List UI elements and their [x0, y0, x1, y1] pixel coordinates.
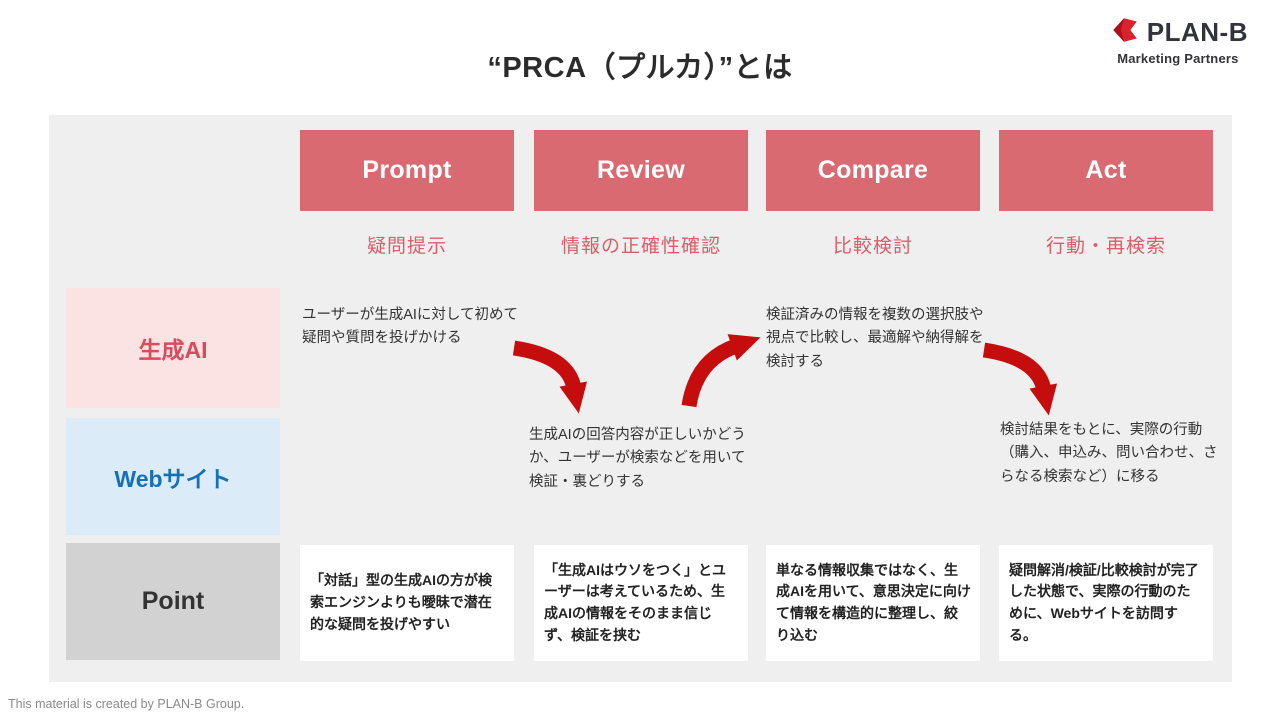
cell-genai-prompt: ユーザーが生成AIに対して初めて疑問や質問を投げかける [302, 307, 518, 347]
column-subtitle-compare: 比較検討 [832, 236, 913, 257]
column-header-prompt: Prompt [300, 130, 514, 211]
row-label-point: Point [66, 543, 280, 660]
column-header-compare: Compare [766, 130, 980, 211]
point-card-review: 「生成AIはウソをつく」とユーザーは考えているため、生成AIの情報をそのまま信じ… [534, 545, 748, 661]
brand-logo-row: PLAN-B [1108, 16, 1248, 49]
brand-tagline: Marketing Partners [1117, 51, 1239, 66]
point-card-compare: 単なる情報収集ではなく、生成AIを用いて、意思決定に向けて情報を構造的に整理し、… [766, 545, 980, 661]
point-card-act-text: 疑問解消/検証/比較検討が完了した状態で、実際の行動のために、Webサイトを訪問… [1009, 561, 1199, 643]
brand-name: PLAN-B [1146, 17, 1248, 47]
cell-genai-compare: 検証済みの情報を複数の選択肢や視点で比較し、最適解や納得解を検討する [766, 307, 984, 370]
row-label-website: Webサイト [66, 418, 280, 535]
curved-arrow-down-compare-to-act-icon [978, 336, 1062, 424]
column-subtitle-review: 情報の正確性確認 [560, 236, 721, 257]
column-subtitle-prompt: 疑問提示 [366, 236, 447, 257]
footer-credit: This material is created by PLAN-B Group… [8, 697, 245, 711]
brand-logo: PLAN-B Marketing Partners [1108, 16, 1248, 66]
point-card-prompt-text: 「対話」型の生成AIの方が検索エンジンよりも曖昧で潜在的な疑問を投げやすい [310, 572, 492, 632]
cell-website-act: 検討結果をもとに、実際の行動（購入、申込み、問い合わせ、さらなる検索など）に移る [1000, 422, 1218, 485]
column-header-review: Review [534, 130, 748, 211]
point-card-act: 疑問解消/検証/比較検討が完了した状態で、実際の行動のために、Webサイトを訪問… [999, 545, 1213, 661]
page-title: “PRCA（プルカ）”とは [487, 52, 793, 84]
point-card-compare-text: 単なる情報収集ではなく、生成AIを用いて、意思決定に向けて情報を構造的に整理し、… [776, 561, 971, 643]
plan-b-ribbon-icon [1108, 16, 1140, 49]
curved-arrow-up-review-to-compare-icon [680, 330, 764, 418]
cell-website-review: 生成AIの回答内容が正しいかどうか、ユーザーが検索などを用いて検証・裏どりする [529, 427, 746, 490]
point-card-review-text: 「生成AIはウソをつく」とユーザーは考えているため、生成AIの情報をそのまま信じ… [544, 561, 726, 643]
column-header-act: Act [999, 130, 1213, 211]
column-subtitle-act: 行動・再検索 [1045, 236, 1166, 257]
point-card-prompt: 「対話」型の生成AIの方が検索エンジンよりも曖昧で潜在的な疑問を投げやすい [300, 545, 514, 661]
row-label-genai: 生成AI [66, 288, 280, 408]
curved-arrow-down-prompt-to-review-icon [508, 334, 592, 422]
